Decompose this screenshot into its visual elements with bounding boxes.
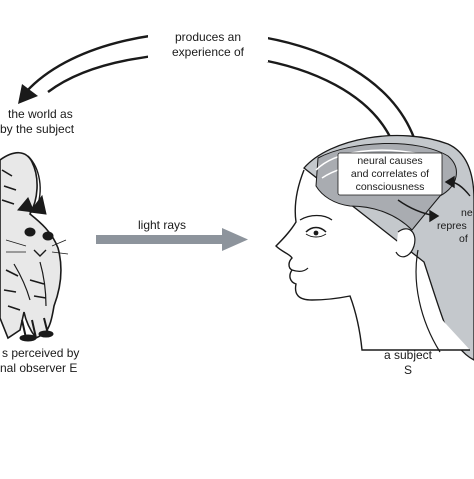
world-label-line-1: the world as: [8, 107, 73, 121]
right-arrow-icon: [222, 228, 248, 251]
subject-label-line-2: S: [404, 363, 412, 377]
observer-label-line-2: nal observer E: [0, 361, 77, 375]
arc-arrowhead: [18, 84, 38, 104]
brain-arrows: [397, 175, 471, 223]
arc-label-line-2: experience of: [172, 45, 245, 59]
side-label-line-1: ne: [461, 207, 473, 219]
brain-label-line-2: and correlates of: [351, 168, 429, 180]
arc-label-line-1: produces an: [175, 30, 241, 44]
light-rays-label: light rays: [138, 218, 186, 232]
subject-label-line-1: a subject: [384, 348, 433, 362]
brain-label-line-3: consciousness: [356, 181, 425, 193]
side-label-line-2: repres: [437, 220, 467, 232]
light-rays-arrow: [96, 228, 248, 251]
side-label-line-3: of: [459, 233, 468, 245]
world-label-line-2: by the subject: [0, 122, 75, 136]
brain-label-line-1: neural causes: [357, 155, 422, 167]
cat-icon: [0, 151, 69, 342]
observer-label-line-1: s perceived by: [2, 346, 79, 360]
